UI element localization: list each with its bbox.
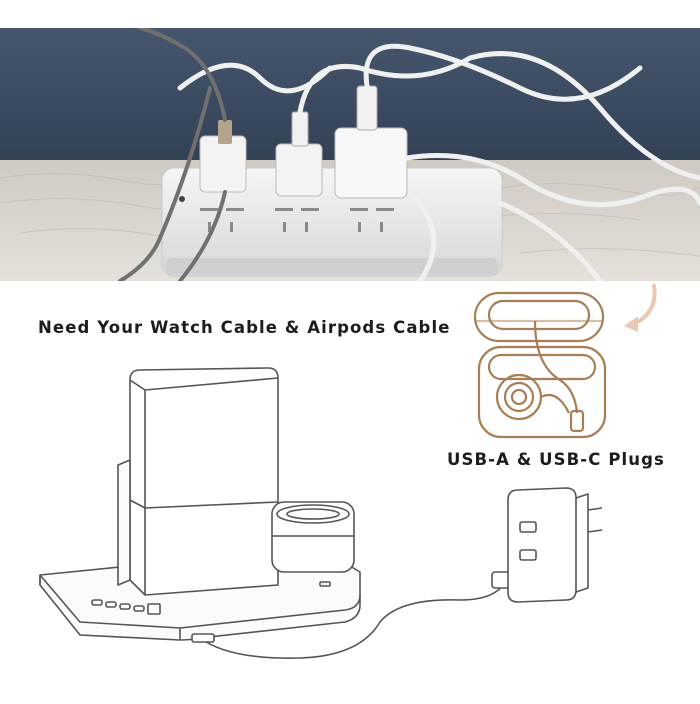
curved-arrow-icon: [616, 282, 666, 346]
charging-dock-illustration: [0, 360, 700, 704]
power-strip-photo: [0, 28, 700, 281]
headline-text: Need Your Watch Cable & Airpods Cable: [38, 318, 451, 337]
charging-case-icon: [465, 285, 625, 449]
subhead-text: USB-A & USB-C Plugs: [447, 450, 665, 469]
